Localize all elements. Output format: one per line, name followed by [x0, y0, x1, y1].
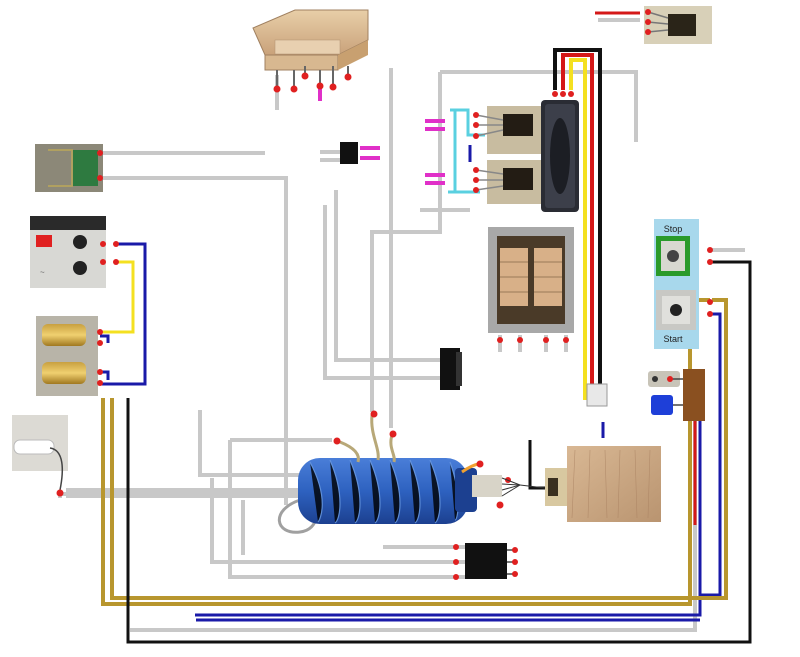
wire-black: [528, 440, 545, 490]
wire-black: [126, 260, 752, 644]
connector-small: [586, 383, 608, 407]
heater-block: [252, 9, 369, 93]
wire-yellow: [100, 260, 135, 334]
wire-gray: [334, 190, 440, 362]
wire-gray: [440, 70, 638, 142]
wire-gray: [103, 176, 288, 505]
red-wires: [595, 11, 697, 525]
wire-blue: [100, 242, 147, 386]
start-label: Start: [663, 334, 683, 344]
wire-black: [553, 48, 602, 400]
cork-block: [545, 446, 661, 522]
relay-chip: [453, 543, 518, 580]
wire-gray: [210, 478, 465, 564]
black-wires: [126, 260, 752, 644]
magenta-wires: [318, 86, 445, 185]
wire-gray-bar: [66, 488, 306, 498]
svg-text:~: ~: [40, 268, 45, 277]
diode-top: [340, 142, 358, 164]
terminal-posts: [36, 316, 103, 396]
wire-gray: [323, 205, 440, 380]
stop-switch[interactable]: [656, 236, 713, 276]
gray-wires: [58, 18, 745, 632]
wire-gold: [110, 298, 728, 600]
power-meter: ~: [30, 216, 119, 288]
fan: [541, 91, 579, 212]
blue-wires: [100, 145, 722, 622]
diode-right: [644, 6, 712, 44]
sensor-probe: [12, 415, 68, 497]
wire-red: [561, 53, 594, 400]
terminal-strip-brown: [667, 369, 705, 421]
fan-wires: [553, 48, 602, 400]
wire-yellow: [569, 58, 587, 400]
mosfet-upper: [473, 106, 547, 154]
wire-gray: [198, 410, 300, 477]
capacitor-small: [648, 371, 680, 387]
wire-blue: [195, 312, 722, 617]
transformer: [488, 227, 574, 343]
wire-blue: [100, 334, 110, 343]
capacitor-blue: [651, 395, 673, 415]
capacitor-green: [35, 144, 103, 192]
wire-gray: [370, 72, 442, 412]
coil-bundle: [298, 410, 546, 524]
regulator-black: [440, 348, 462, 390]
wire-gray: [228, 440, 465, 579]
start-switch[interactable]: [656, 290, 713, 330]
mosfet-lower: [473, 160, 547, 204]
stop-label: Stop: [663, 224, 683, 234]
